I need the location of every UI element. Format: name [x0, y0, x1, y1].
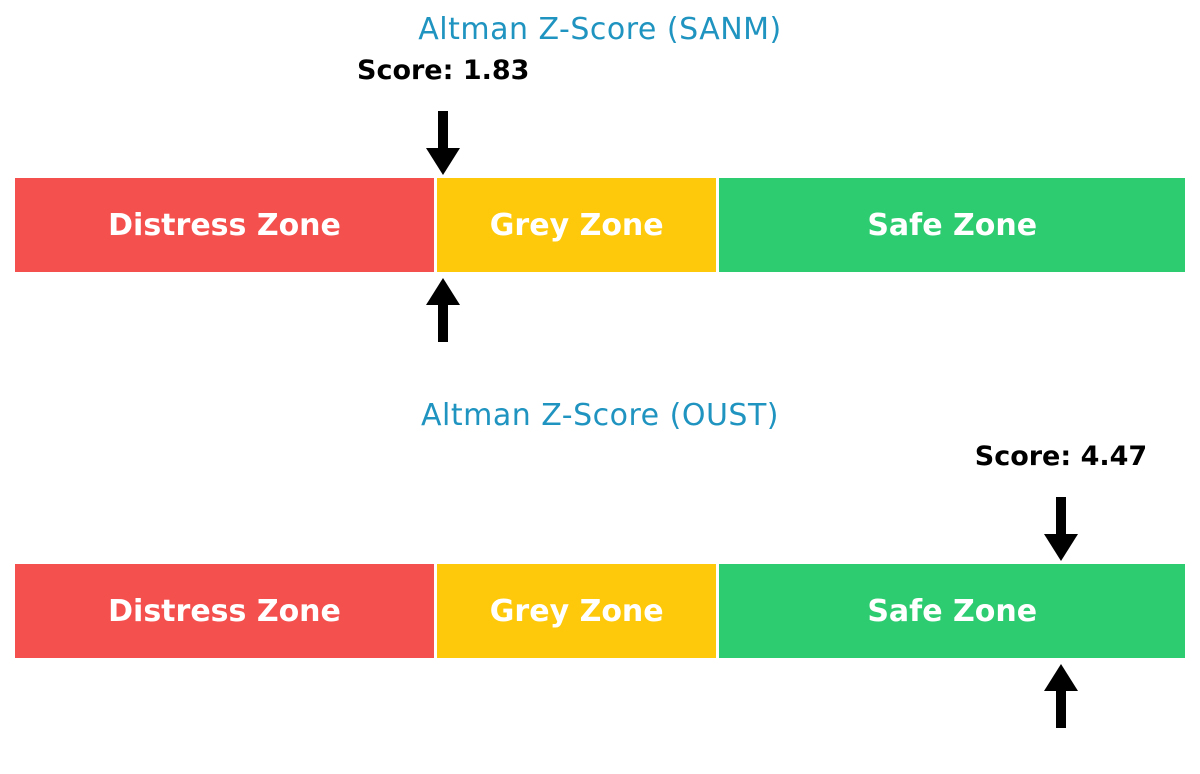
arrow-stem: [1055, 497, 1066, 534]
zone-segment-safe-zone: Safe Zone: [719, 564, 1185, 658]
arrow-stem: [1055, 691, 1066, 728]
arrow-stem: [438, 111, 449, 148]
zscore-chart-oust: Altman Z-Score (OUST) Score: 4.47 Distre…: [0, 386, 1200, 772]
score-marker-arrow-down-icon: [1043, 497, 1078, 561]
score-label: Score: 1.83: [356, 55, 530, 86]
zone-segment-distress-zone: Distress Zone: [15, 564, 435, 658]
zone-segment-distress-zone: Distress Zone: [15, 178, 435, 272]
arrow-head: [1043, 534, 1078, 561]
arrow-stem: [438, 305, 449, 342]
zone-segment-grey-zone: Grey Zone: [437, 178, 717, 272]
arrow-head: [426, 278, 461, 305]
score-marker-arrow-down-icon: [426, 111, 461, 175]
score-marker-arrow-up-icon: [426, 278, 461, 342]
chart-title: Altman Z-Score (SANM): [418, 12, 782, 47]
arrow-head: [426, 148, 461, 175]
zone-segment-grey-zone: Grey Zone: [437, 564, 717, 658]
score-label: Score: 4.47: [974, 441, 1148, 472]
chart-title: Altman Z-Score (OUST): [420, 398, 780, 433]
score-marker-arrow-up-icon: [1043, 664, 1078, 728]
arrow-head: [1043, 664, 1078, 691]
zone-segment-safe-zone: Safe Zone: [719, 178, 1185, 272]
zscore-chart-sanm: Altman Z-Score (SANM) Score: 1.83 Distre…: [0, 0, 1200, 386]
